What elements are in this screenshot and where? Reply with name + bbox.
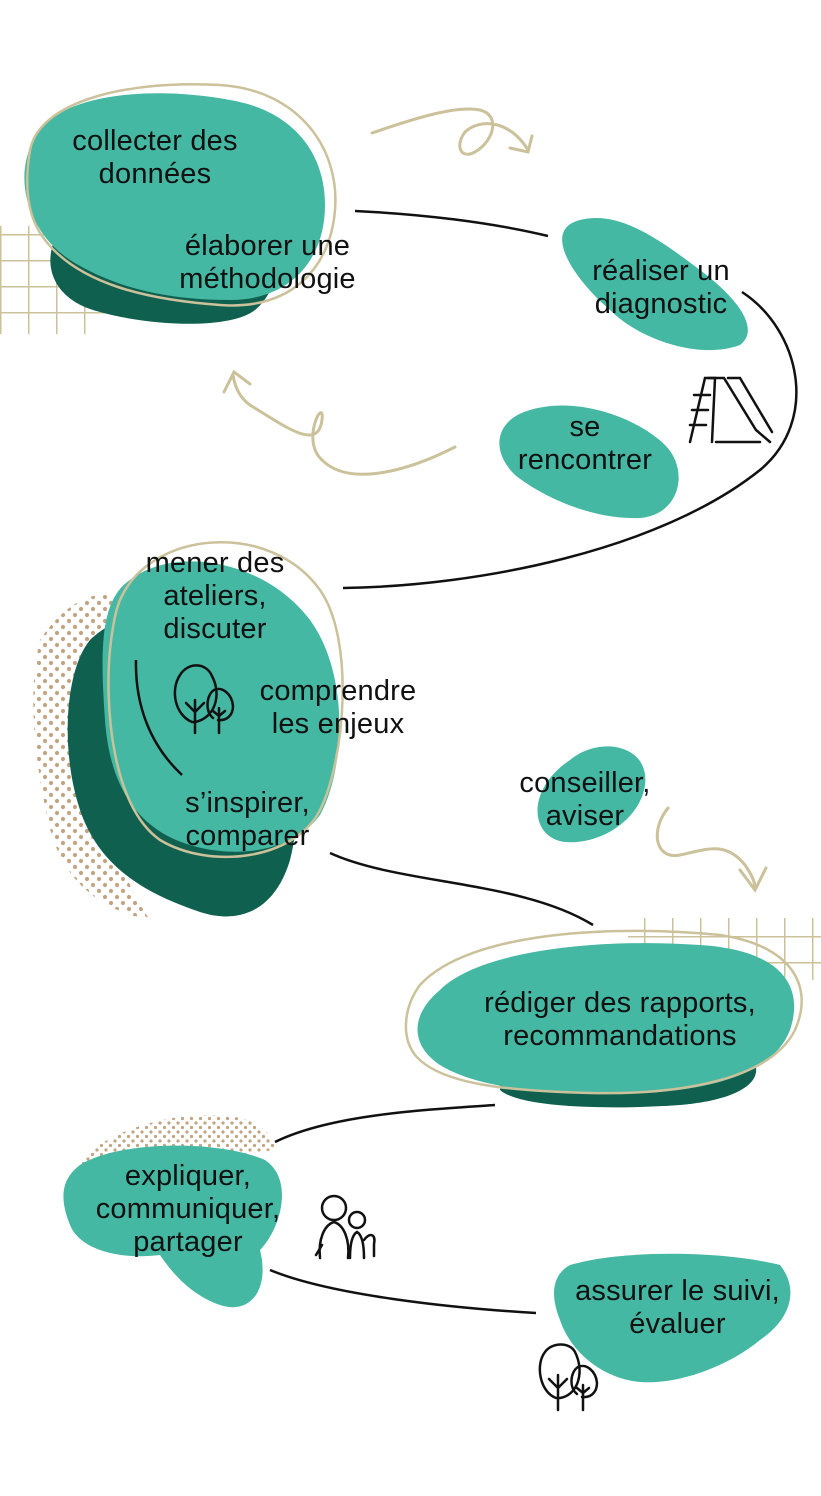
outline-rapports bbox=[404, 929, 803, 1095]
decorative-arrow-lower bbox=[655, 806, 768, 893]
connector-line-1 bbox=[354, 209, 549, 238]
step-label-conseiller: conseiller, aviser bbox=[519, 767, 651, 832]
blob-conseiller bbox=[537, 746, 646, 843]
family-icon bbox=[314, 1194, 376, 1260]
connector-line-4 bbox=[269, 1268, 537, 1315]
connector-line-2 bbox=[329, 851, 594, 927]
step-label-ateliers: mener des ateliers, discuter bbox=[145, 547, 285, 645]
step-label-elaborer: élaborer une méthodologie bbox=[179, 230, 356, 295]
blob-diagnostic bbox=[562, 218, 748, 351]
decorative-arrow-middle bbox=[222, 369, 457, 476]
connector-line-3 bbox=[274, 1103, 496, 1144]
step-label-collecter: collecter des données bbox=[72, 125, 238, 190]
connector-curve-right bbox=[342, 290, 798, 590]
step-label-enjeux: comprendre les enjeux bbox=[259, 675, 417, 740]
blob-ateliers bbox=[102, 561, 340, 852]
step-label-expliquer: expliquer, communiquer, partager bbox=[95, 1160, 281, 1258]
slide-icon bbox=[688, 376, 774, 444]
step-label-suivi: assurer le suivi, évaluer bbox=[575, 1275, 780, 1340]
step-label-inspirer: s’inspirer, comparer bbox=[185, 787, 310, 852]
connector-inner-curve bbox=[134, 659, 183, 776]
blob-expliquer bbox=[63, 1145, 282, 1308]
step-label-rapports: rédiger des rapports, recommandations bbox=[484, 987, 756, 1052]
blob-collecter bbox=[24, 93, 326, 300]
step-label-rencontrer: se rencontrer bbox=[517, 411, 653, 476]
step-label-diagnostic: réaliser un diagnostic bbox=[592, 255, 730, 320]
trees-icon bbox=[538, 1343, 599, 1412]
blob-rapports bbox=[417, 943, 795, 1094]
trees-icon bbox=[173, 664, 235, 735]
outline-ateliers bbox=[107, 540, 344, 859]
blob-suivi bbox=[554, 1253, 791, 1383]
blob-rencontrer bbox=[499, 405, 679, 519]
decorative-arrow-top bbox=[370, 107, 534, 156]
outline-collecter bbox=[26, 83, 337, 307]
